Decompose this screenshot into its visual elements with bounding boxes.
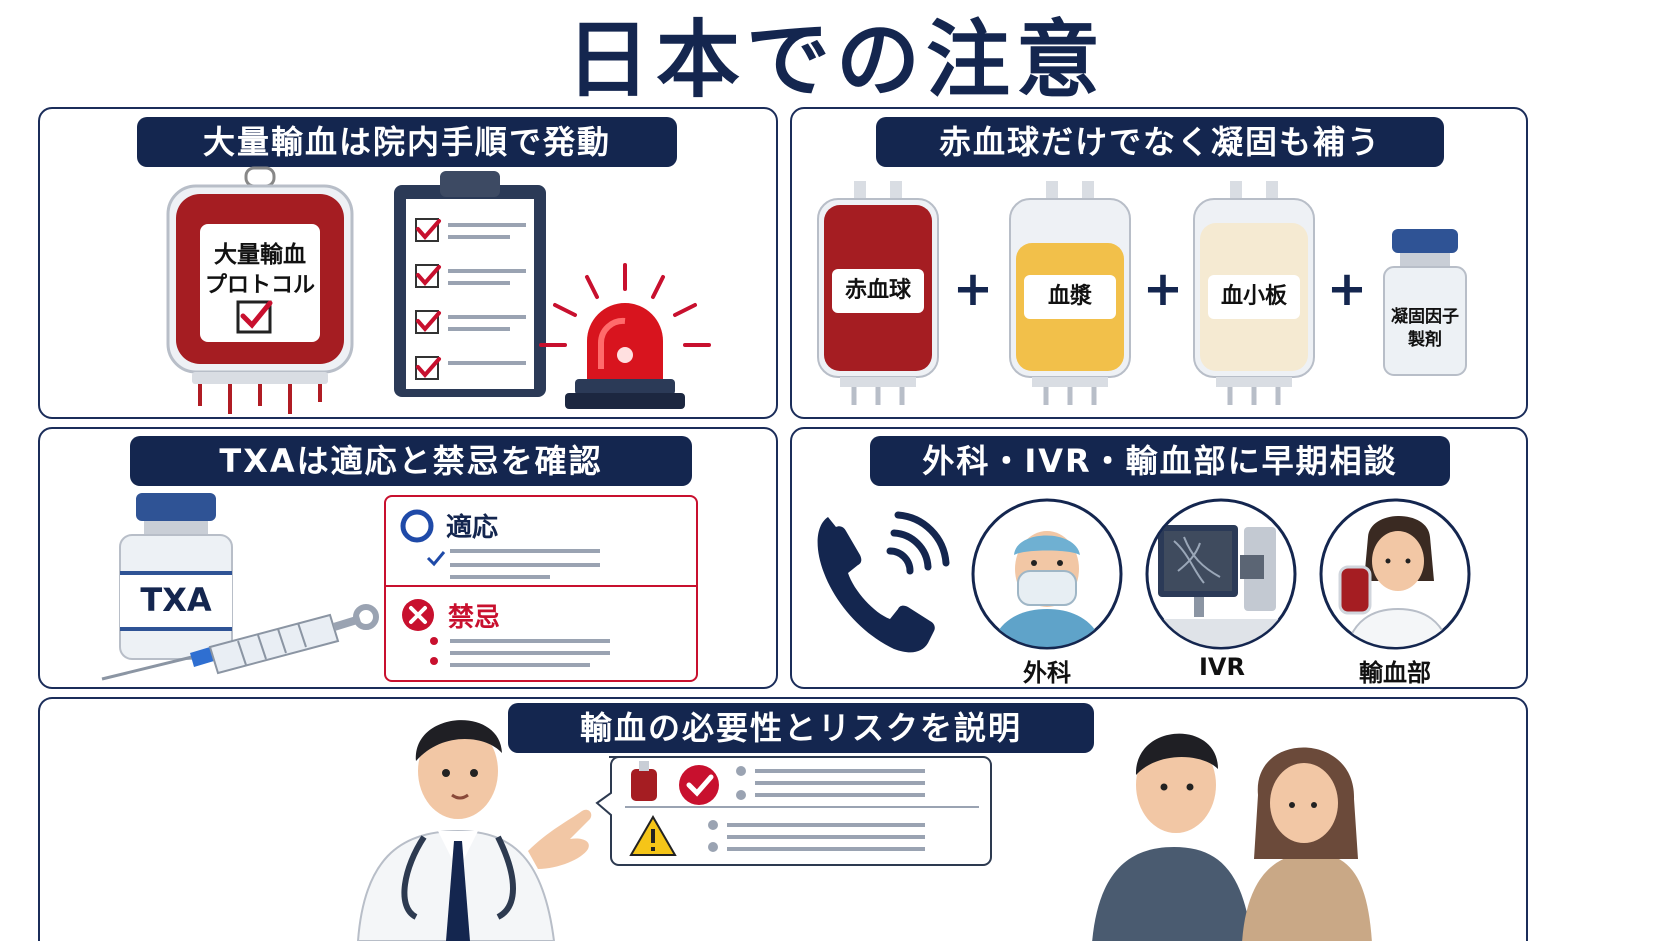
blood-bag-icon: [166, 166, 354, 414]
indication-label: 適応: [446, 513, 499, 543]
role-transfusion-label: 輸血部: [1359, 659, 1431, 687]
panel-explain-heading: 輸血の必要性とリスクを説明: [508, 703, 1094, 753]
plasma-label: 血漿: [1024, 275, 1116, 319]
x-circle-icon: [402, 599, 434, 631]
panel-txa: TXAは適応と禁忌を確認 TXA 適応 禁忌: [38, 427, 778, 689]
plus-sign-1: +: [952, 261, 994, 317]
plus-sign-3: +: [1326, 261, 1368, 317]
placeholder-lines: [430, 637, 610, 667]
panel-consult-heading: 外科・IVR・輸血部に早期相談: [870, 436, 1450, 486]
bag-label-line2: プロトコル: [204, 273, 315, 298]
vial-label-line2: 製剤: [1408, 330, 1442, 350]
txa-vial-label: TXA: [140, 581, 212, 619]
txa-vial-icon: [119, 493, 233, 660]
vial-label-line1: 凝固因子: [1391, 307, 1459, 327]
panel-coagulation: 赤血球だけでなく凝固も補う 赤血球 + 血漿 + 血小板 + 凝固因子 製剤: [790, 107, 1528, 419]
ivr-equipment-icon: [1145, 498, 1297, 650]
check-icon: [426, 551, 446, 567]
speech-bubble: [595, 756, 992, 866]
red-cell-label: 赤血球: [832, 269, 924, 313]
platelet-label: 血小板: [1208, 275, 1300, 319]
phone-icon: [817, 511, 950, 653]
indication-card: 適応 禁忌: [384, 495, 698, 682]
panel-consult: 外科・IVR・輸血部に早期相談 外科: [790, 427, 1528, 689]
role-surgery-label: 外科: [1023, 659, 1071, 687]
surgeon-icon: [971, 498, 1123, 650]
emergency-alarm-icon: [539, 263, 711, 409]
clipboard-checklist-icon: [394, 171, 546, 397]
coagulation-factor-vial-icon: [1383, 229, 1467, 376]
panel-explain: 輸血の必要性とリスクを説明: [38, 697, 1528, 941]
syringe-icon: [101, 604, 379, 681]
page-title: 日本での注意: [565, 11, 1106, 109]
circle-icon: [400, 509, 434, 543]
transfusion-staff-icon: [1319, 498, 1471, 650]
panel-txa-heading: TXAは適応と禁忌を確認: [130, 436, 692, 486]
bag-label-line1: 大量輸血: [214, 242, 306, 268]
doctor-icon: [356, 720, 592, 941]
panel-protocol-heading: 大量輸血は院内手順で発動: [137, 117, 677, 167]
patient-family-icon: [1092, 733, 1372, 941]
placeholder-lines: [450, 549, 600, 579]
panel-coagulation-heading: 赤血球だけでなく凝固も補う: [876, 117, 1444, 167]
role-ivr-label: IVR: [1199, 653, 1245, 681]
panel-protocol: 大量輸血は院内手順で発動 大量輸血 プロトコル: [38, 107, 778, 419]
contraindication-label: 禁忌: [448, 603, 501, 633]
plus-sign-2: +: [1142, 261, 1184, 317]
